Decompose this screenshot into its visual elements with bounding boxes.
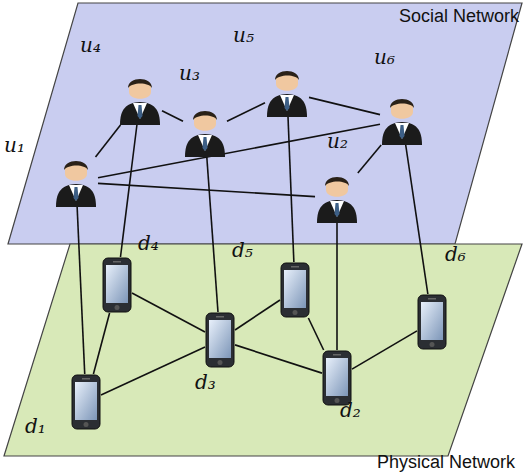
link-line: [406, 145, 428, 294]
device-node: d₃: [205, 312, 235, 368]
link-line: [77, 207, 85, 374]
phone-icon: [71, 374, 101, 430]
phone-icon: [280, 262, 310, 318]
device-node: d₄: [102, 257, 132, 313]
user-node: u₂: [315, 173, 359, 223]
phone-icon: [322, 350, 352, 406]
link-line: [235, 300, 280, 330]
node-label: d₄: [138, 233, 159, 253]
node-label: d₅: [232, 240, 253, 260]
phone-icon: [417, 294, 447, 350]
link-line: [162, 111, 183, 121]
link-line: [93, 313, 109, 374]
link-line: [235, 345, 322, 373]
link-line: [96, 125, 121, 157]
user-node: u₅: [265, 67, 309, 117]
node-label: u₅: [233, 25, 254, 45]
link-line: [98, 183, 315, 196]
node-label: u₄: [80, 35, 101, 55]
node-label: d₃: [195, 372, 216, 392]
social-plane: [8, 3, 522, 244]
node-label: d₂: [340, 400, 361, 420]
phone-icon: [205, 312, 235, 368]
link-line: [120, 125, 136, 257]
person-icon: [380, 95, 424, 145]
link-line: [308, 318, 323, 350]
link-line: [98, 124, 380, 178]
person-icon: [118, 75, 162, 125]
plane-title: Physical Network: [377, 452, 515, 473]
node-label: u₆: [374, 47, 395, 67]
link-line: [309, 97, 380, 114]
person-icon: [315, 173, 359, 223]
device-node: d₁: [71, 374, 101, 430]
node-label: d₆: [445, 244, 466, 264]
link-line: [352, 331, 417, 369]
link-line: [288, 117, 294, 262]
link-line: [358, 145, 381, 173]
device-node: d₅: [280, 262, 310, 318]
node-label: u₁: [4, 135, 25, 155]
link-line: [207, 157, 218, 312]
node-label: d₁: [25, 416, 46, 436]
user-node: u₄: [118, 75, 162, 125]
device-node: d₂: [322, 350, 352, 406]
phone-icon: [102, 257, 132, 313]
user-node: u₆: [380, 95, 424, 145]
link-line: [132, 293, 205, 332]
link-line: [101, 347, 205, 395]
link-line: [336, 223, 338, 350]
physical-plane: [4, 244, 522, 456]
person-icon: [265, 67, 309, 117]
user-node: u₃: [183, 107, 227, 157]
node-label: u₂: [327, 131, 348, 151]
device-node: d₆: [417, 294, 447, 350]
person-icon: [183, 107, 227, 157]
plane-title: Social Network: [399, 6, 519, 27]
person-icon: [54, 157, 98, 207]
link-line: [227, 103, 265, 122]
node-label: u₃: [179, 63, 200, 83]
user-node: u₁: [54, 157, 98, 207]
